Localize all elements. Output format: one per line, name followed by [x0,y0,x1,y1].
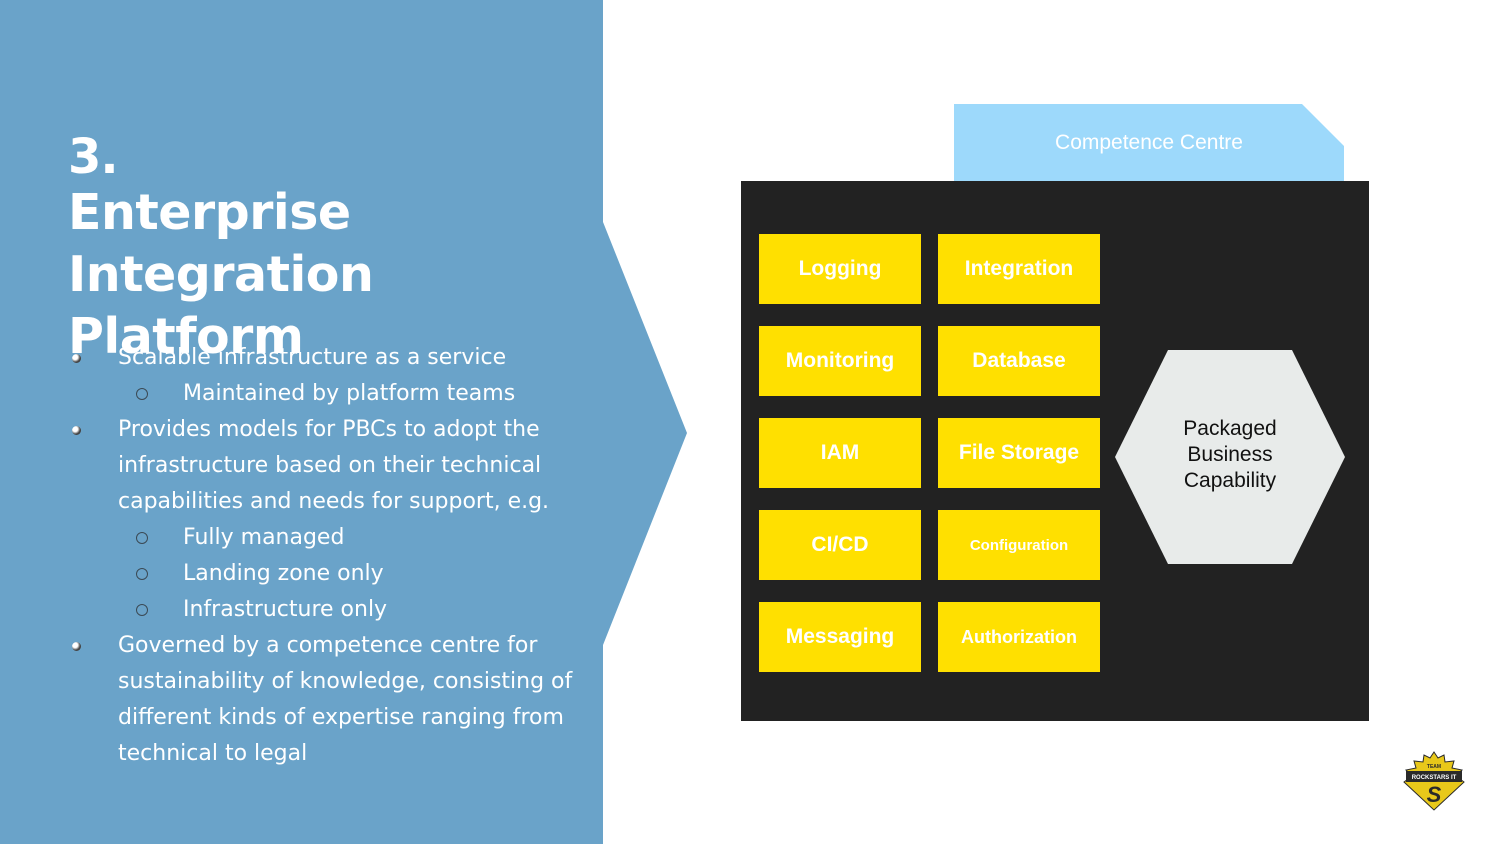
sub-bullet-text: Infrastructure only [183,597,388,622]
tile-configuration: Configuration [938,510,1100,580]
bullet-item: Scalable infrastructure as a service [70,340,590,376]
slide-number: 3. [68,129,119,185]
bullet-text: Governed by a competence centre for sust… [118,633,573,766]
bullet-icon [72,426,81,435]
circle-bullet-icon [136,388,148,400]
bullet-list: Scalable infrastructure as a service Mai… [70,340,590,772]
competence-centre-label: Competence Centre [1055,131,1243,154]
sub-bullet-text: Maintained by platform teams [183,381,516,406]
sub-bullet-item: Maintained by platform teams [70,376,590,412]
bullet-text: Scalable infrastructure as a service [118,345,507,370]
tile-logging: Logging [759,234,921,304]
bullet-icon [72,642,81,651]
tile-monitoring: Monitoring [759,326,921,396]
tile-authorization: Authorization [938,602,1100,672]
competence-centre-tab [954,104,1344,184]
panel-chevron-shape [0,0,687,844]
left-panel: 3. Enterprise Integration Platform Scala… [0,0,690,844]
rockstars-logo-icon: TEAM ROCKSTARS IT S [1403,751,1465,811]
tile-iam: IAM [759,418,921,488]
circle-bullet-icon [136,532,148,544]
sub-bullet-item: Landing zone only [70,556,590,592]
slide-title: Enterprise Integration Platform [68,184,374,365]
pbc-hexagon [1115,350,1345,564]
svg-text:TEAM: TEAM [1427,764,1441,770]
circle-bullet-icon [136,568,148,580]
bullet-text: Provides models for PBCs to adopt the in… [118,417,550,514]
tile-database: Database [938,326,1100,396]
svg-text:ROCKSTARS IT: ROCKSTARS IT [1412,775,1457,781]
circle-bullet-icon [136,604,148,616]
bullet-item: Governed by a competence centre for sust… [70,628,590,772]
sub-bullet-text: Fully managed [183,525,345,550]
bullet-icon [72,354,81,363]
tile-messaging: Messaging [759,602,921,672]
bullet-item: Provides models for PBCs to adopt the in… [70,412,590,520]
sub-bullet-item: Fully managed [70,520,590,556]
tile-integration: Integration [938,234,1100,304]
sub-bullet-item: Infrastructure only [70,592,590,628]
tile-file-storage: File Storage [938,418,1100,488]
pbc-label: Packaged Business Capability [1183,417,1277,492]
tile-ci-cd: CI/CD [759,510,921,580]
svg-text:S: S [1427,782,1442,807]
sub-bullet-text: Landing zone only [183,561,384,586]
